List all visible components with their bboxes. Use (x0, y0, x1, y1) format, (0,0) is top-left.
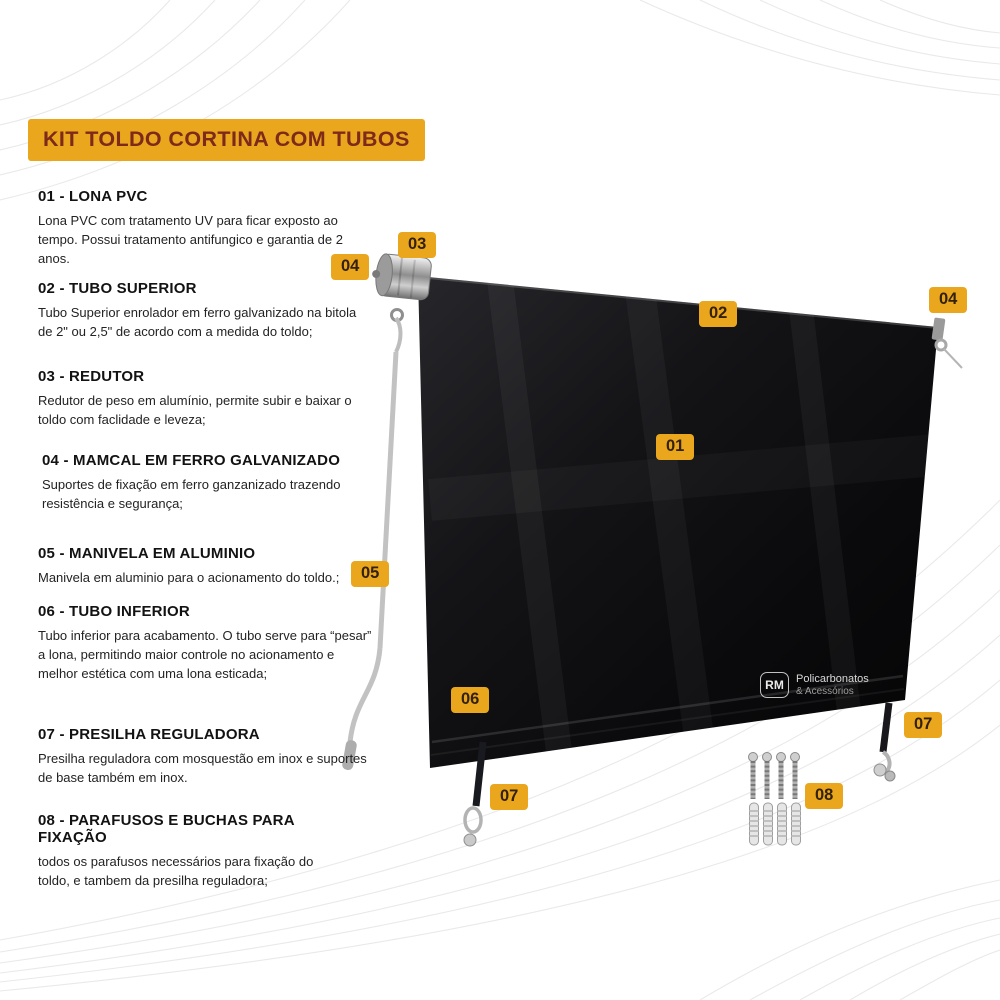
callout-badge-05: 05 (351, 561, 390, 587)
brand-logo: RM (760, 672, 789, 698)
part-item-01: 01 - LONA PVC Lona PVC com tratamento UV… (38, 188, 372, 269)
callout-badge-07-right: 07 (904, 712, 943, 738)
brand-watermark: RM Policarbonatos & Acessórios (760, 672, 869, 698)
brand-name: Policarbonatos (796, 672, 869, 685)
tarp-lona (417, 276, 939, 768)
part-item-description: Lona PVC com tratamento UV para ficar ex… (38, 213, 343, 266)
part-item-05: 05 - MANIVELA EM ALUMINIO Manivela em al… (38, 545, 372, 588)
part-item-heading: 04 - MAMCAL EM FERRO GALVANIZADO (42, 452, 341, 469)
part-item-04: 04 - MAMCAL EM FERRO GALVANIZADO Suporte… (38, 452, 376, 514)
part-item-heading: 06 - TUBO INFERIOR (38, 603, 190, 620)
part-item-06: 06 - TUBO INFERIOR Tubo inferior para ac… (38, 603, 372, 684)
callout-badge-01: 01 (656, 434, 695, 460)
callout-badge-04-left: 04 (331, 254, 370, 280)
right-strap-hook (873, 702, 896, 782)
part-item-description: Suportes de fixação em ferro ganzanizado… (42, 477, 341, 511)
callout-badge-08: 08 (805, 783, 844, 809)
part-item-description: Redutor de peso em alumínio, permite sub… (38, 393, 352, 427)
right-bracket (931, 317, 963, 369)
screws-and-anchors (748, 752, 801, 846)
part-item-description: Presilha reguladora com mosquestão em in… (38, 751, 367, 785)
callout-badge-02: 02 (699, 301, 738, 327)
part-item-heading: 08 - PARAFUSOS E BUCHAS PARA FIXAÇÃO (38, 812, 295, 846)
part-item-heading: 02 - TUBO SUPERIOR (38, 280, 197, 297)
part-item-03: 03 - REDUTOR Redutor de peso em alumínio… (38, 368, 372, 430)
wall-anchors (749, 802, 801, 846)
top-roller-end (372, 253, 432, 322)
part-item-08: 08 - PARAFUSOS E BUCHAS PARA FIXAÇÃO tod… (38, 812, 338, 891)
page-title: KIT TOLDO CORTINA COM TUBOS (28, 119, 425, 161)
part-item-description: todos os parafusos necessários para fixa… (38, 854, 314, 888)
part-item-heading: 01 - LONA PVC (38, 188, 148, 205)
callout-badge-06: 06 (451, 687, 490, 713)
bottom-tube (430, 674, 905, 756)
callout-badge-03: 03 (398, 232, 437, 258)
part-item-07: 07 - PRESILHA REGULADORA Presilha regula… (38, 726, 372, 788)
callout-badge-04-right: 04 (929, 287, 968, 313)
part-item-description: Tubo Superior enrolador em ferro galvani… (38, 305, 357, 339)
crank-handle (342, 316, 403, 771)
part-item-heading: 05 - MANIVELA EM ALUMINIO (38, 545, 256, 562)
part-item-heading: 03 - REDUTOR (38, 368, 145, 385)
part-item-description: Manivela em aluminio para o acionamento … (38, 570, 340, 585)
brand-tagline: & Acessórios (796, 685, 854, 697)
callout-badge-07-left: 07 (490, 784, 529, 810)
part-item-02: 02 - TUBO SUPERIOR Tubo Superior enrolad… (38, 280, 372, 342)
part-item-heading: 07 - PRESILHA REGULADORA (38, 726, 260, 743)
screws (748, 752, 800, 799)
part-item-description: Tubo inferior para acabamento. O tubo se… (38, 628, 372, 681)
left-strap-hook (463, 741, 487, 847)
